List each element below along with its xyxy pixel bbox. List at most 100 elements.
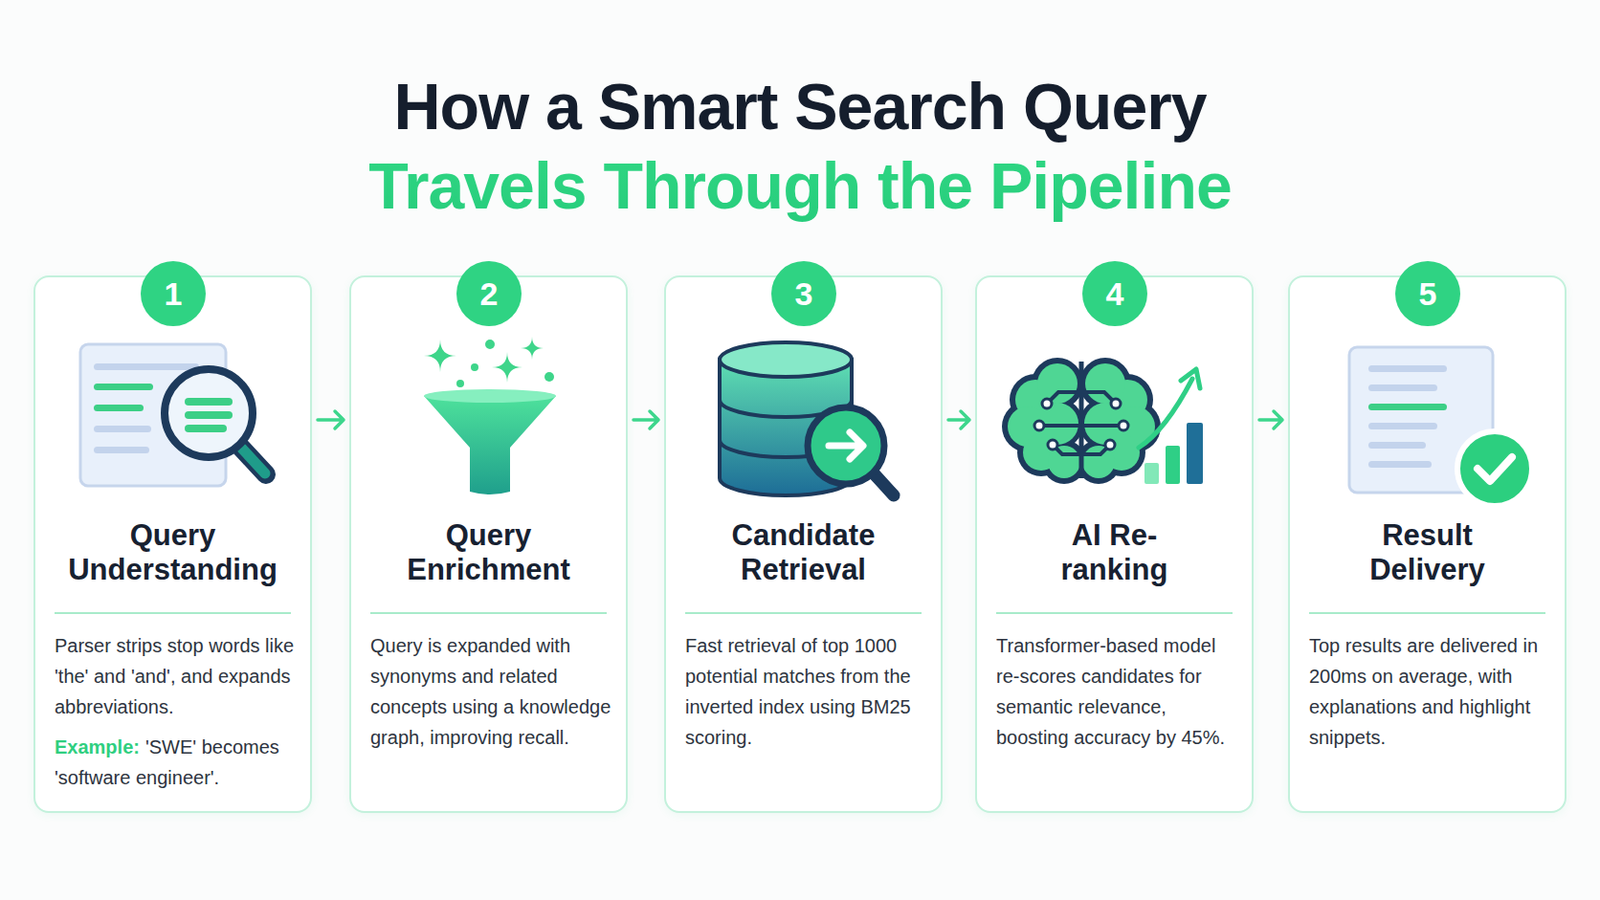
sparkle-dot	[456, 379, 465, 388]
document-check-icon	[1349, 347, 1533, 507]
step-heading: Query Understanding	[53, 518, 293, 588]
step-description: Parser strips stop words like 'the' and …	[54, 635, 294, 718]
divider-line	[685, 612, 922, 615]
text-line	[93, 446, 150, 454]
text-line	[1368, 365, 1447, 373]
flow-arrow	[317, 411, 344, 429]
magnifier-lens	[807, 407, 885, 485]
brain-outline	[1001, 357, 1161, 485]
step-heading: AI Re-ranking	[1033, 518, 1197, 588]
divider-line	[996, 612, 1233, 615]
circuit-node	[1034, 399, 1129, 450]
sparkle-dot	[544, 372, 555, 382]
database-top	[719, 342, 852, 378]
divider-line	[370, 612, 607, 615]
heading-wrapper: Query Understanding	[35, 518, 311, 588]
trend-arrow-head	[1180, 369, 1200, 389]
brain-midline	[1079, 361, 1085, 479]
circuit-trace	[1039, 392, 1124, 455]
process-card: Result DeliveryTop results are delivered…	[1288, 275, 1567, 814]
divider-line	[54, 612, 291, 615]
step-body: Top results are delivered in 200ms on av…	[1309, 630, 1553, 754]
example-paragraph: Example:'SWE' becomes 'software engineer…	[54, 732, 298, 794]
funnel-rim	[423, 389, 556, 403]
description-paragraph: Top results are delivered in 200ms on av…	[1309, 630, 1553, 754]
step-body: Transformer-based model re-scores candid…	[996, 630, 1240, 754]
lens-line	[184, 411, 233, 420]
step-badge: 3	[771, 261, 837, 327]
heading-wrapper: Result Delivery	[1289, 518, 1565, 588]
step-number: 2	[480, 275, 499, 312]
process-card: Query EnrichmentQuery is expanded with s…	[349, 275, 628, 814]
description-paragraph: Transformer-based model re-scores candid…	[996, 630, 1240, 754]
check-mark	[1477, 457, 1512, 482]
process-card: Query UnderstandingParser strips stop wo…	[33, 275, 312, 814]
step-badge: 4	[1082, 261, 1148, 327]
example-label: Example:	[54, 736, 140, 758]
text-line	[1368, 384, 1438, 392]
brain-icon	[1001, 357, 1203, 485]
sparkle-dot	[485, 339, 495, 350]
diagram-title: How a Smart Search Query Travels Through…	[340, 66, 1260, 226]
text-line	[93, 404, 144, 412]
text-line	[1368, 403, 1447, 411]
lens-line	[184, 424, 227, 433]
step-heading: Candidate Retrieval	[684, 518, 924, 588]
database-icon	[719, 342, 894, 496]
sparkle-dot	[470, 363, 479, 372]
document-search-icon	[80, 344, 267, 487]
heading-wrapper: AI Re-ranking	[977, 518, 1252, 588]
chart-bar	[1165, 445, 1180, 485]
sparkle	[520, 336, 544, 360]
step-number: 1	[164, 275, 183, 312]
flow-arrow	[633, 411, 659, 429]
check-badge	[1457, 431, 1533, 507]
process-card: Candidate RetrievalFast retrieval of top…	[664, 275, 943, 814]
magnifier-lens	[164, 369, 253, 458]
funnel-shape	[423, 393, 556, 495]
magnifier-handle	[873, 473, 894, 496]
chart-bar	[1186, 422, 1203, 485]
flow-arrow	[1259, 411, 1283, 429]
text-line	[1368, 461, 1432, 468]
step-description: Fast retrieval of top 1000 potential mat…	[685, 635, 912, 749]
magnifier-handle	[241, 447, 267, 475]
text-line	[93, 425, 152, 433]
description-paragraph: Query is expanded with synonyms and rela…	[370, 630, 614, 754]
brain-fill	[1007, 363, 1156, 479]
step-badge: 1	[140, 261, 206, 327]
database-band	[719, 440, 852, 458]
step-description: Query is expanded with synonyms and rela…	[370, 635, 611, 749]
heading-wrapper: Candidate Retrieval	[666, 518, 941, 588]
arrow-symbol	[828, 432, 864, 460]
step-number: 5	[1419, 275, 1438, 312]
process-card: AI Re-rankingTransformer-based model re-…	[975, 275, 1254, 814]
magnifier-handle	[242, 448, 266, 474]
lens-line	[184, 398, 233, 406]
chart-bar	[1144, 463, 1159, 485]
database-band	[719, 400, 852, 418]
step-body: Query is expanded with synonyms and rela…	[370, 630, 614, 754]
step-body: Parser strips stop words like 'the' and …	[54, 630, 298, 794]
step-heading: Query Enrichment	[369, 518, 609, 588]
step-description: Top results are delivered in 200ms on av…	[1309, 635, 1538, 749]
text-line	[93, 363, 200, 371]
step-number: 3	[795, 275, 814, 312]
step-badge: 5	[1395, 261, 1461, 327]
step-heading: Result Delivery	[1332, 518, 1524, 588]
step-description: Transformer-based model re-scores candid…	[996, 635, 1225, 749]
description-paragraph: Fast retrieval of top 1000 potential mat…	[685, 630, 929, 754]
step-body: Fast retrieval of top 1000 potential mat…	[685, 630, 929, 754]
heading-wrapper: Query Enrichment	[351, 518, 626, 588]
document-shape	[1349, 347, 1493, 493]
funnel-icon	[423, 336, 556, 495]
database-body	[719, 359, 852, 496]
text-line	[1368, 422, 1438, 430]
step-badge: 2	[456, 261, 522, 327]
flow-arrow	[948, 411, 970, 429]
text-line	[1368, 442, 1426, 449]
step-number: 4	[1106, 275, 1125, 312]
divider-line	[1309, 612, 1546, 615]
description-paragraph: Parser strips stop words like 'the' and …	[54, 630, 298, 723]
